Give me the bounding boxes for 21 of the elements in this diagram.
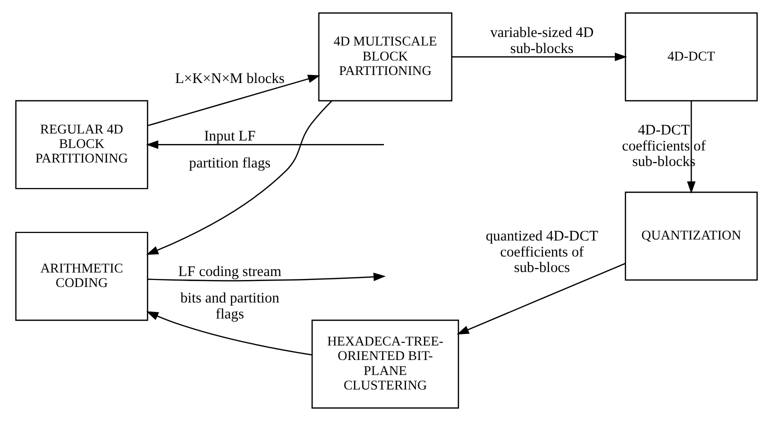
node-box: 4D-DCT: [624, 12, 758, 102]
arrow: [146, 140, 384, 149]
arrow: [456, 262, 626, 334]
node-box: ARITHMETIC CODING: [14, 232, 148, 321]
edge-label: quantized 4D-DCT coefficients of sub-blocs: [485, 228, 598, 276]
arrow: [146, 311, 312, 356]
arrow: [686, 100, 696, 194]
node-box: QUANTIZATION: [624, 192, 758, 281]
edge-label: LF coding stream: [178, 264, 281, 280]
node-box: 4D MULTISCALE BLOCK PARTITIONING: [318, 12, 452, 102]
arrow: [146, 100, 332, 255]
node-box: HEXADECA-TREE-ORIENTED BIT-PLANE CLUSTERING: [311, 320, 459, 409]
arrow: [452, 52, 627, 62]
arrow: [147, 272, 386, 282]
edge-label: L×K×N×M blocks: [174, 71, 284, 88]
node-box: REGULAR 4D BLOCK PARTITIONING: [14, 100, 148, 190]
edge-label: variable-sized 4D sub-blocks: [490, 24, 594, 57]
edge-label: partition flags: [188, 155, 270, 172]
arrow: [147, 74, 320, 126]
edge-label: bits and partition flags: [180, 290, 279, 323]
edge-label: Input LF: [204, 128, 256, 145]
